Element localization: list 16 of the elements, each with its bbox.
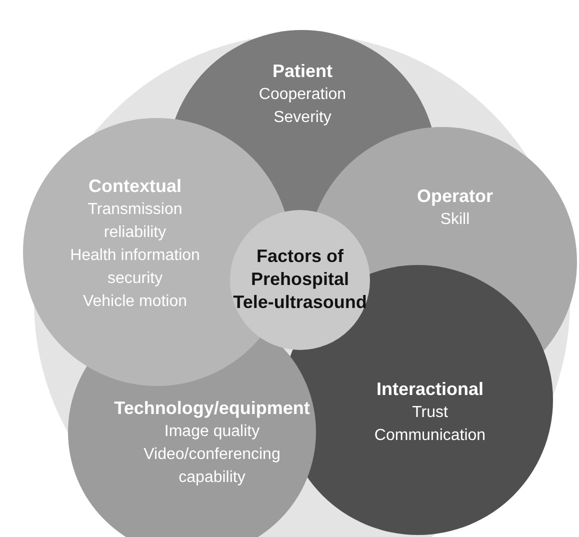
factor-heading: Contextual: [87, 175, 182, 198]
factor-heading: Interactional: [375, 378, 485, 401]
factor-item: Skill: [439, 210, 471, 230]
factor-item: Video/conferencing capability: [142, 445, 282, 488]
factor-item: Health information security: [69, 246, 201, 289]
factor-heading: Operator: [416, 185, 494, 208]
factor-item: Cooperation: [258, 85, 348, 105]
factor-item: Image quality: [163, 422, 261, 442]
center-title: Factors of Prehospital Tele-ultrasound: [232, 245, 368, 314]
factor-heading: Patient: [271, 60, 334, 83]
factor-item: Communication: [373, 426, 487, 446]
factor-item: Transmission reliability: [86, 200, 184, 243]
factor-heading: Technology/equipment: [113, 397, 311, 420]
factor-item: Vehicle motion: [82, 292, 188, 312]
factor-item: Severity: [272, 108, 332, 128]
factor-item: Trust: [411, 403, 449, 423]
